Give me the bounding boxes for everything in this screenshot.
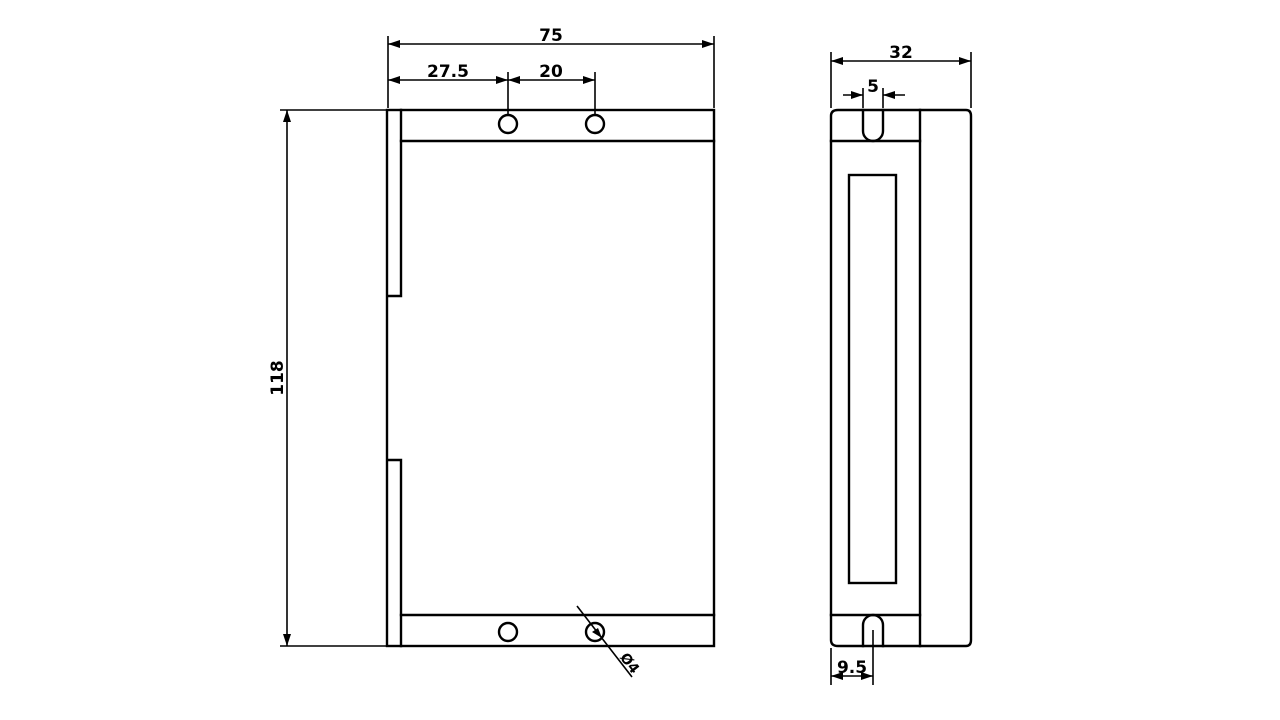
dimension-slot-offset: 9.5 [830, 630, 874, 685]
label-slot-offset: 9.5 [837, 658, 867, 678]
dimension-hole-diameter: Ø4 [576, 605, 642, 678]
mounting-hole-top-left [497, 113, 519, 135]
front-view [385, 108, 716, 648]
label-overall-width: 75 [539, 26, 563, 46]
mounting-hole-bottom-left [497, 621, 519, 643]
dimension-overall-height: 118 [268, 109, 386, 647]
label-hole-offset: 27.5 [427, 62, 469, 82]
label-hole-spacing: 20 [539, 62, 563, 82]
side-connector-window [847, 173, 898, 585]
label-overall-height: 118 [268, 360, 288, 396]
mounting-slot-top [861, 108, 885, 143]
front-body-outline [385, 108, 716, 648]
dimension-overall-depth: 32 [830, 43, 972, 108]
mounting-hole-bottom-right [584, 621, 606, 643]
label-hole-diameter: Ø4 [616, 650, 642, 677]
side-body-outline [829, 108, 973, 648]
label-overall-depth: 32 [889, 43, 913, 63]
dimension-slot-width: 5 [843, 77, 905, 108]
dimension-hole-position: 27.5 20 [388, 62, 596, 116]
front-left-flange [386, 108, 403, 648]
label-slot-width: 5 [867, 77, 879, 97]
mounting-hole-top-right [584, 113, 606, 135]
dimension-overall-width: 75 [387, 26, 715, 108]
mounting-slot-bottom [861, 613, 885, 648]
side-view [829, 108, 973, 648]
